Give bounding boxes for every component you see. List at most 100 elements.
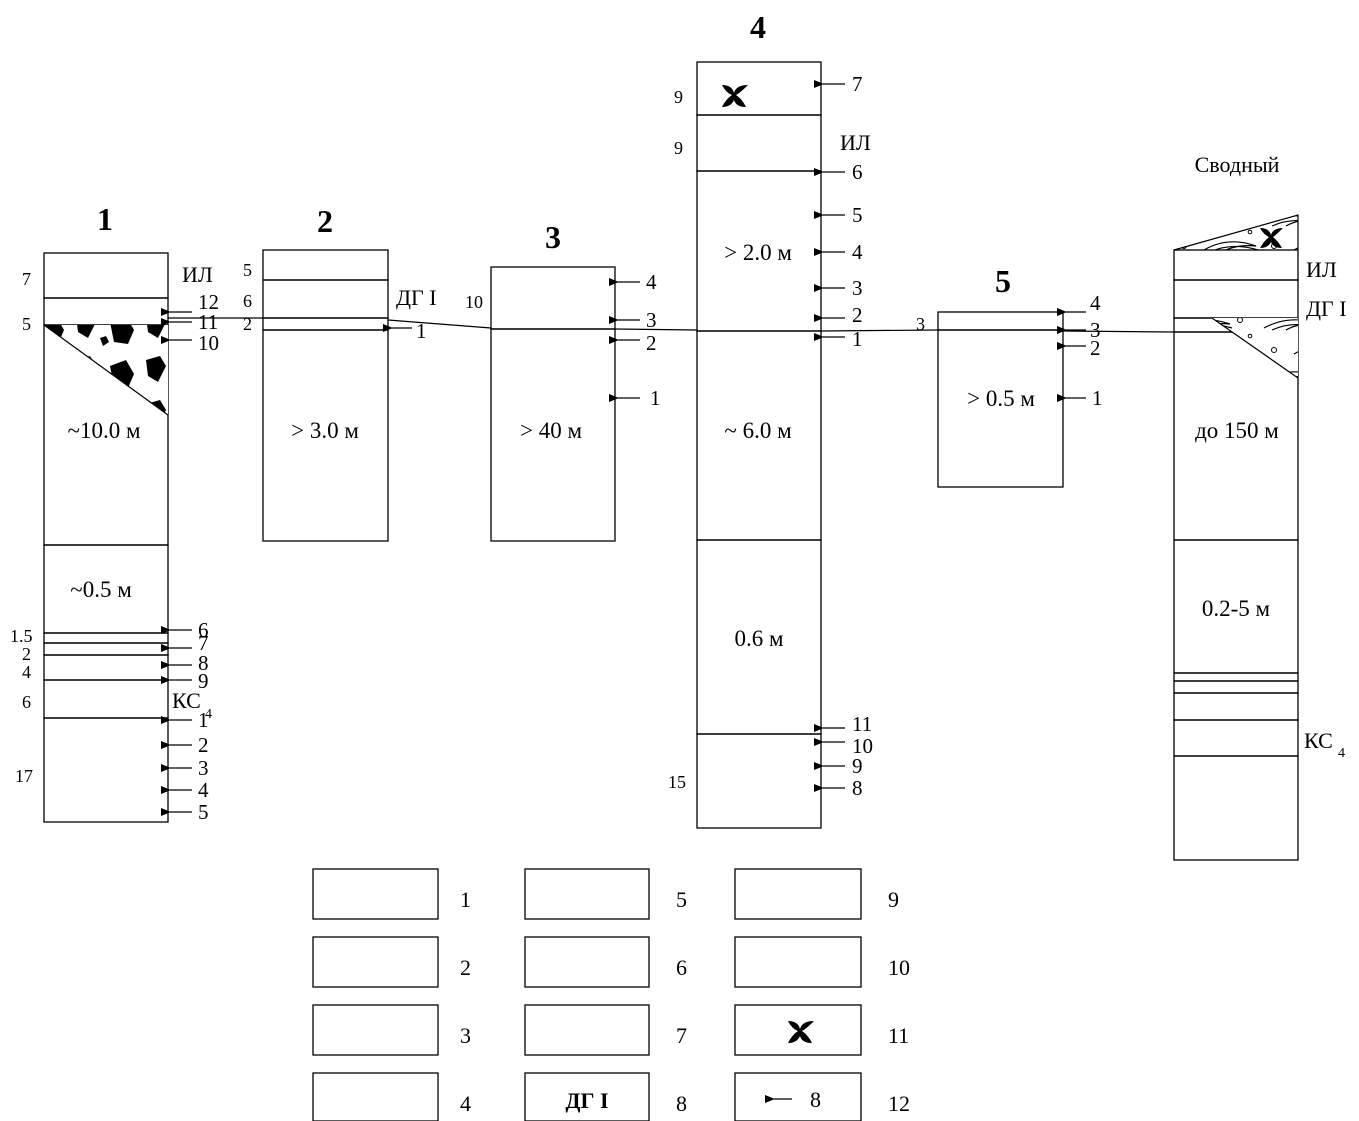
layer-number: 17 [15, 766, 33, 786]
legend-number: 7 [676, 1023, 687, 1048]
layer-number: 6 [243, 291, 252, 311]
column-2: 2 > 3.0 м 5 6 2 ДГ I 1 [243, 203, 437, 542]
thickness-label: > 0.5 м [967, 386, 1035, 411]
sample-number: 10 [852, 734, 873, 758]
legend-swatch [312, 868, 439, 920]
layer-number: 1.5 [10, 626, 33, 646]
legend-swatch [312, 1072, 439, 1121]
sample-number: 2 [1090, 336, 1101, 360]
sample-number: 1 [650, 386, 661, 410]
column-4: 4 > 2.0 м ~ 6.0 м 0.6 м 9 9 15 ИЛ 7 6 5 … [668, 9, 873, 829]
sample-number: 11 [852, 712, 872, 736]
layer-number: 6 [22, 692, 31, 712]
legend-swatch [734, 1072, 862, 1121]
legend-number: 6 [676, 955, 687, 980]
unit-label: ИЛ [840, 130, 871, 155]
sample-number: 4 [1090, 291, 1101, 315]
sample-number: 2 [852, 303, 863, 327]
unit-label: ДГ I [1306, 296, 1347, 321]
unit-label-subscript: 4 [205, 707, 212, 722]
correlation-line [168, 317, 1175, 333]
layer-number: 7 [22, 269, 31, 289]
column-3: 3 > 40 м 10 4 3 2 1 [465, 219, 661, 542]
legend-number: 4 [460, 1091, 471, 1116]
sample-number: 6 [852, 160, 863, 184]
unit-label: ИЛ [1306, 257, 1337, 282]
sample-number: 8 [852, 776, 863, 800]
thickness-label: ~10.0 м [68, 418, 141, 443]
thickness-label: > 3.0 м [291, 418, 359, 443]
column-4-title: 4 [750, 9, 766, 45]
sample-number: 2 [198, 733, 209, 757]
layer-number: 10 [465, 292, 483, 312]
layer-number: 2 [243, 314, 252, 334]
sample-number: 11 [198, 310, 218, 334]
sample-number: 5 [198, 800, 209, 824]
sample-markers: 12 11 10 6 7 8 9 1 2 3 4 5 [161, 290, 219, 824]
thickness-label: > 2.0 м [724, 240, 792, 265]
sample-number: 5 [852, 203, 863, 227]
legend-number: 1 [460, 887, 471, 912]
column-5-title: 5 [995, 263, 1011, 299]
column-1-title: 1 [97, 201, 113, 237]
column-2-title: 2 [317, 203, 333, 239]
sample-number: 1 [416, 319, 427, 343]
layer-number: 5 [243, 260, 252, 280]
legend-swatch [524, 1004, 650, 1056]
composite-column-title: Сводный [1195, 152, 1280, 177]
unit-label: ДГ I [396, 285, 437, 310]
sample-number: 7 [852, 72, 863, 96]
sample-number: 4 [198, 778, 209, 802]
legend-number: 8 [676, 1091, 687, 1116]
legend-number: 11 [888, 1023, 909, 1048]
layer-number: 15 [668, 772, 686, 792]
unit-label: КС [1304, 728, 1333, 753]
thickness-label: до 150 м [1195, 418, 1279, 443]
column-5: 5 > 0.5 м 3 4 3 2 1 [916, 263, 1103, 488]
legend-number: 9 [888, 887, 899, 912]
legend-number: 10 [888, 955, 910, 980]
legend-unit-example: ДГ I [565, 1088, 608, 1113]
sample-number: 4 [646, 270, 657, 294]
legend-swatch [524, 936, 650, 988]
sample-number: 1 [198, 708, 209, 732]
legend-arrow-example: 8 [810, 1087, 821, 1112]
thickness-label: 0.2-5 м [1202, 596, 1271, 621]
legend-number: 3 [460, 1023, 471, 1048]
layer-number: 9 [674, 138, 683, 158]
sample-number: 10 [198, 331, 219, 355]
legend: 1 2 3 4 5 6 7 ДГ I 8 9 10 11 8 12 [312, 868, 910, 1121]
sample-number: 4 [852, 240, 863, 264]
legend-number: 2 [460, 955, 471, 980]
sample-number: 6 [198, 618, 209, 642]
sample-number: 3 [646, 308, 657, 332]
unit-label-subscript: 4 [1338, 746, 1345, 761]
unit-label: ИЛ [182, 262, 213, 287]
thickness-label: ~0.5 м [70, 577, 132, 602]
sample-number: 7 [198, 631, 209, 655]
legend-number: 12 [888, 1091, 910, 1116]
sample-number: 1 [1092, 386, 1103, 410]
plant-icon [1260, 228, 1283, 248]
sample-number: 3 [198, 756, 209, 780]
layer-number: 4 [22, 662, 31, 682]
legend-swatch [524, 868, 650, 920]
sample-number: 1 [852, 327, 863, 351]
column-1: 1 ~10.0 м ~0.5 м 7 5 1.5 2 4 6 17 ИЛ КС … [10, 201, 219, 824]
legend-swatch [734, 936, 862, 988]
column-3-title: 3 [545, 219, 561, 255]
sample-number: 3 [852, 276, 863, 300]
layer-number: 9 [674, 87, 683, 107]
composite-column: Сводный до 150 м 0.2-5 м ИЛ ДГ I КС 4 [1173, 152, 1347, 861]
thickness-label: 0.6 м [734, 626, 784, 651]
legend-swatch [734, 868, 862, 920]
plant-icon [788, 1021, 814, 1043]
legend-swatch [734, 1004, 862, 1056]
legend-swatch [312, 1004, 439, 1056]
sample-number: 8 [198, 651, 209, 675]
sample-number: 12 [198, 290, 219, 314]
plant-icon [722, 85, 748, 107]
layer-number: 2 [22, 644, 31, 664]
legend-swatch [524, 1072, 650, 1121]
